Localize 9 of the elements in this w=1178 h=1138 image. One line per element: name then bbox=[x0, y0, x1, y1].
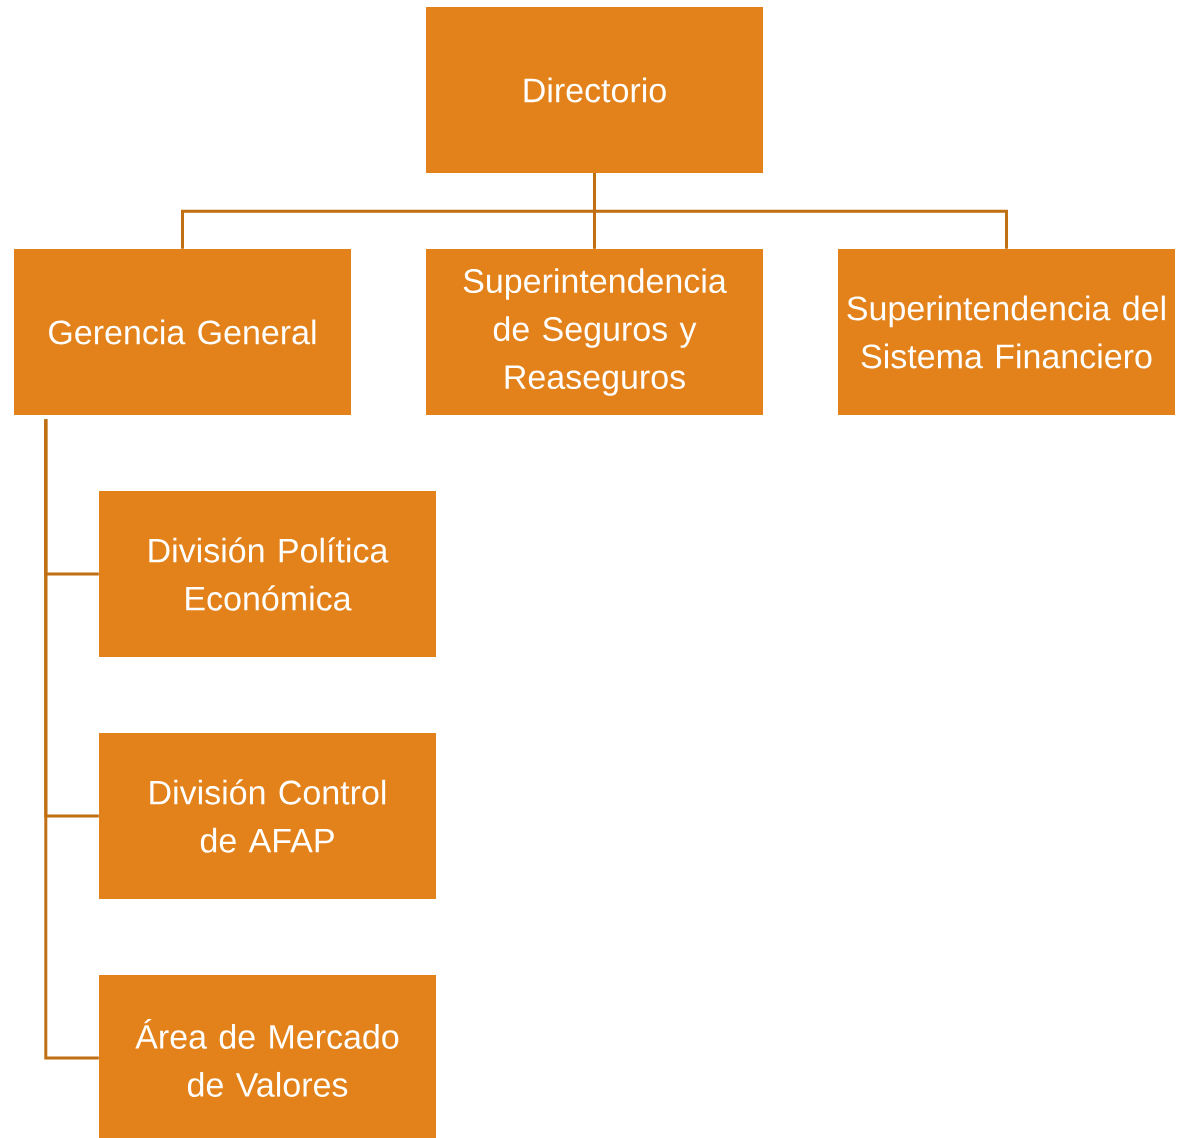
org-box: Área de Mercado de Valores bbox=[99, 975, 436, 1138]
org-box: Superintendencia de Seguros y Reaseguros bbox=[426, 249, 763, 415]
org-box: Gerencia General bbox=[14, 249, 351, 415]
org-box: División Política Económica bbox=[99, 491, 436, 657]
org-box: Superintendencia del Sistema Financiero bbox=[838, 249, 1175, 415]
connector-line bbox=[593, 173, 1008, 249]
org-box: Directorio bbox=[426, 7, 763, 173]
org-box: División Control de AFAP bbox=[99, 733, 436, 899]
connector-line bbox=[44, 419, 99, 1060]
